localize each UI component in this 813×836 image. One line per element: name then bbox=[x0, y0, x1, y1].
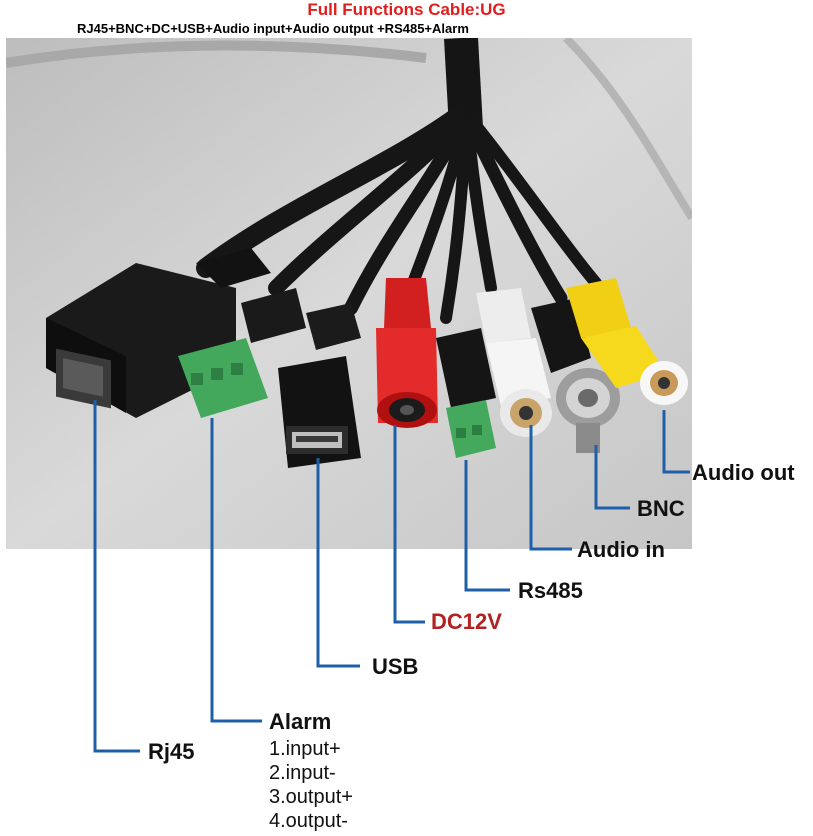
alarm-pin-item: 3.output+ bbox=[269, 786, 353, 808]
alarm-pin-item: 2.input- bbox=[269, 762, 336, 784]
rj45-label: Rj45 bbox=[148, 739, 195, 764]
usb-label: USB bbox=[372, 654, 419, 679]
alarm-pin-list: 1.input+ 2.input- 3.output+ 4.output- bbox=[269, 737, 353, 833]
alarm-terminal bbox=[178, 288, 306, 418]
bnc-label: BNC bbox=[637, 496, 685, 521]
cable-photo bbox=[6, 38, 692, 549]
audio-in-label: Audio in bbox=[577, 537, 665, 562]
audio-out-label: Audio out bbox=[692, 460, 795, 485]
usb-connector bbox=[278, 303, 361, 468]
rs485-connector bbox=[436, 328, 496, 458]
bnc-connector bbox=[531, 298, 620, 453]
page-subtitle: RJ45+BNC+DC+USB+Audio input+Audio output… bbox=[77, 21, 469, 36]
page-title: Full Functions Cable:UG bbox=[307, 0, 506, 19]
dc-connector bbox=[376, 278, 438, 428]
rs485-label: Rs485 bbox=[518, 578, 583, 603]
audio-out-connector bbox=[566, 278, 688, 405]
dc12v-label: DC12V bbox=[431, 609, 502, 634]
alarm-pin-item: 4.output- bbox=[269, 810, 348, 832]
alarm-pin-item: 1.input+ bbox=[269, 738, 341, 760]
alarm-label: Alarm bbox=[269, 709, 332, 734]
